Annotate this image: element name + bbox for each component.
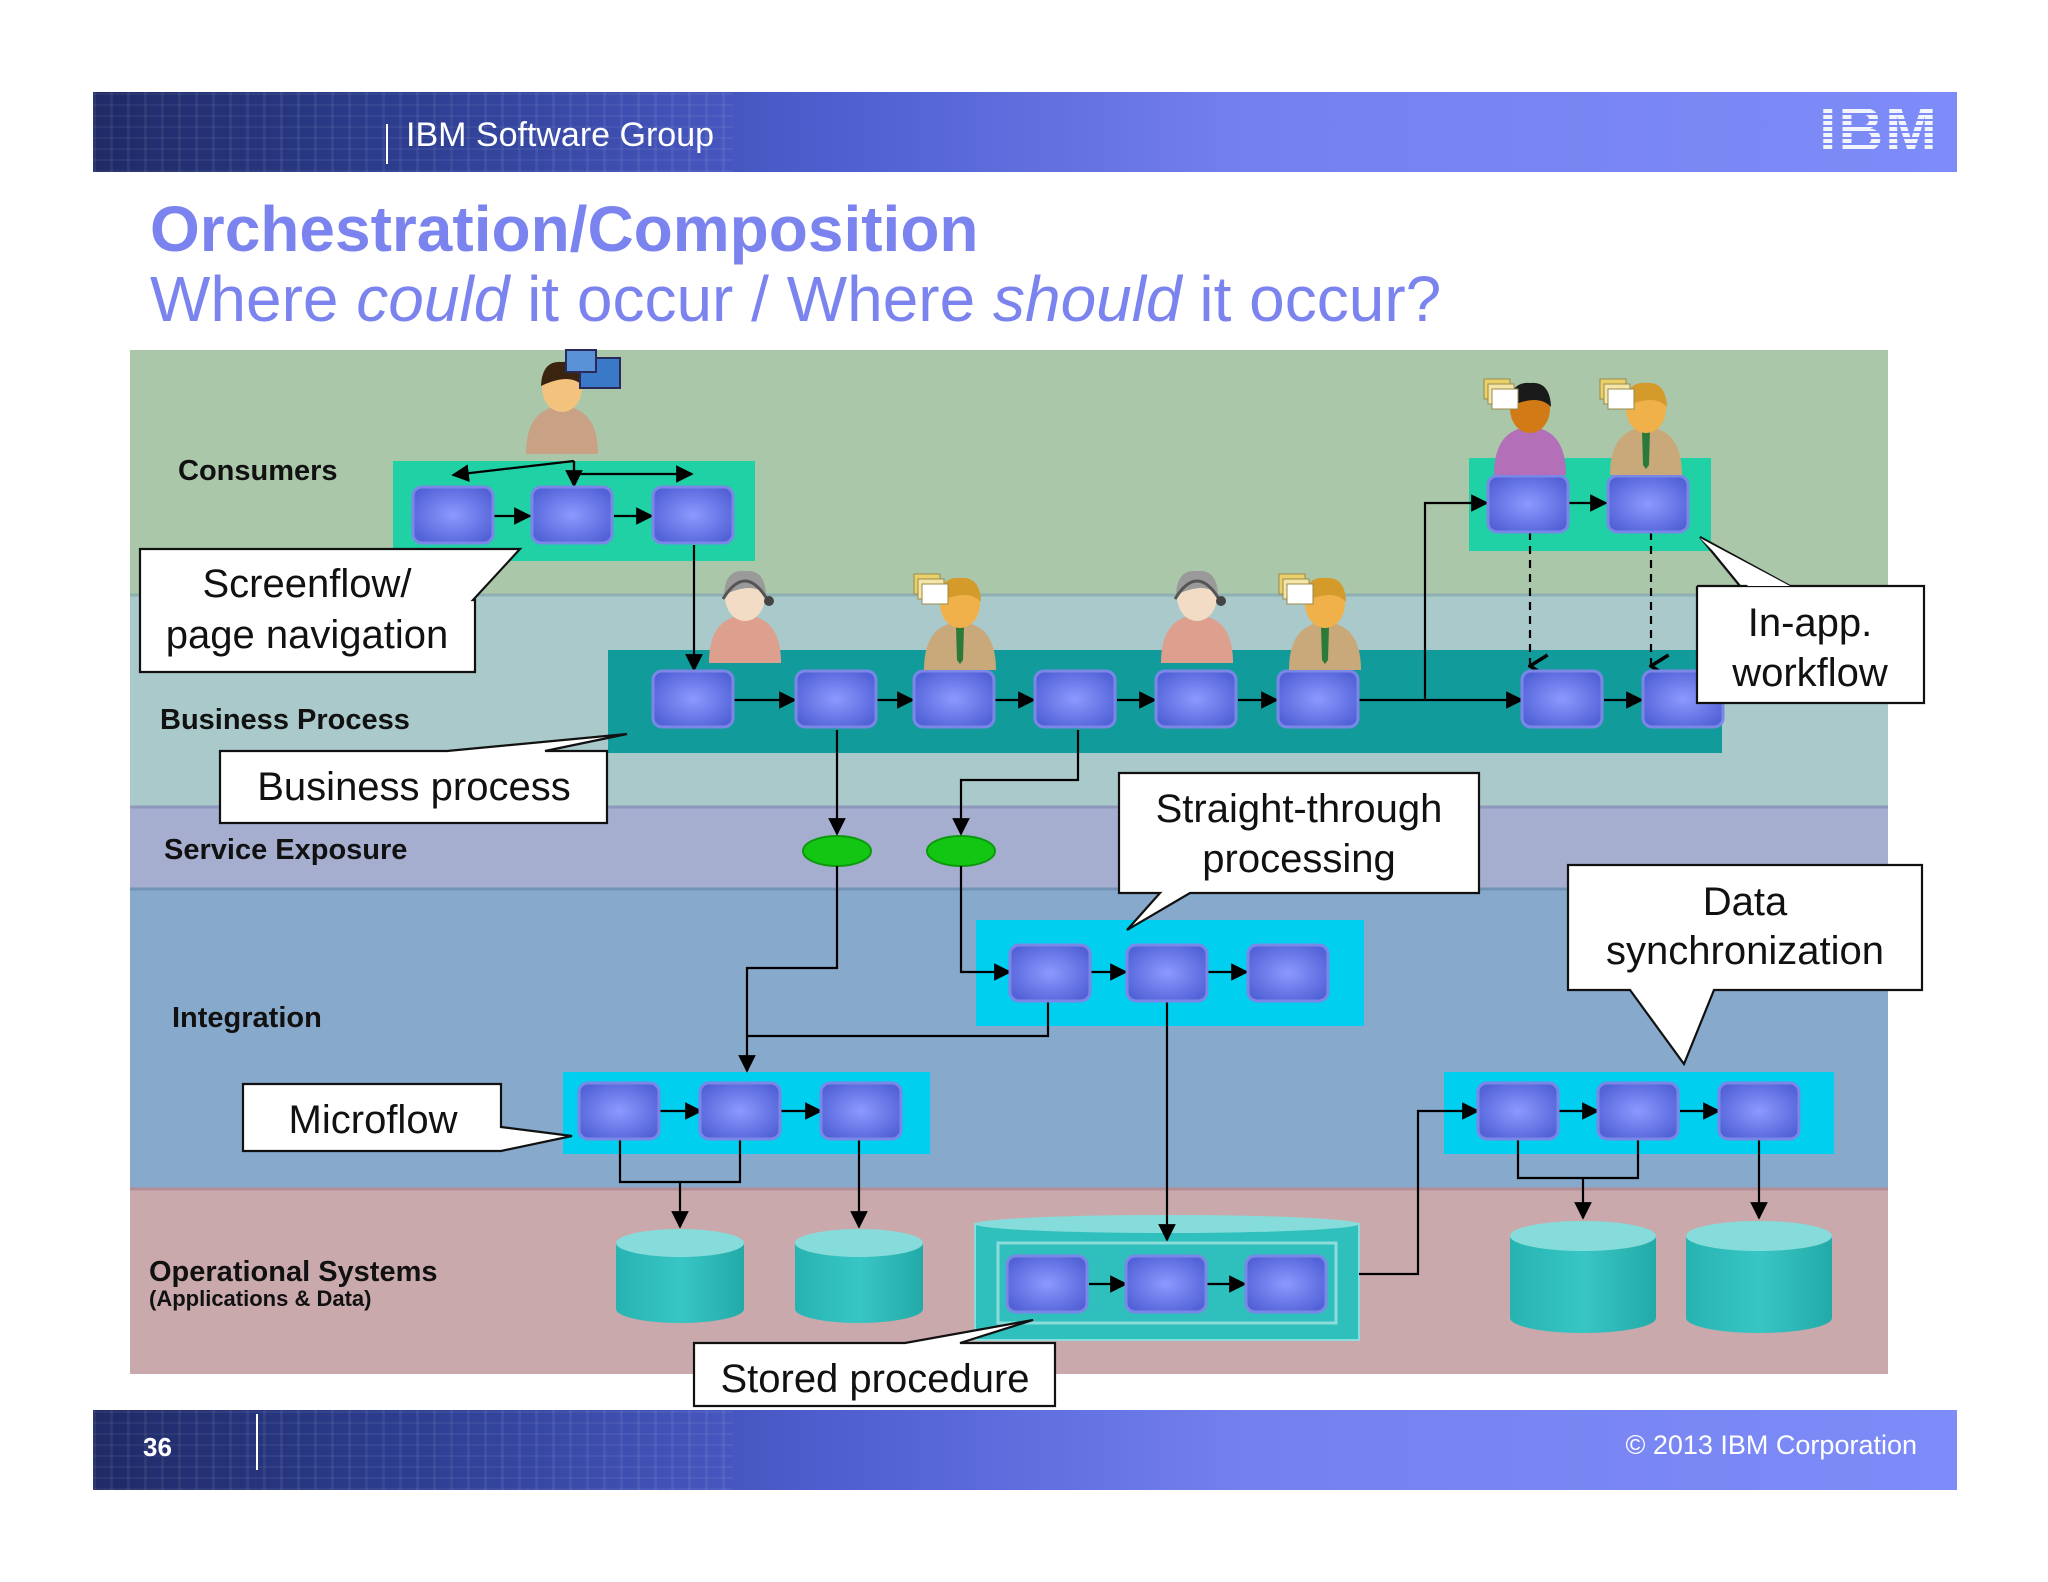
process-boxes — [411, 474, 1801, 1314]
callout-stored-procedure-text: Stored procedure — [720, 1357, 1029, 1401]
process-box — [1486, 474, 1570, 534]
callout-screenflow-line1: Screenflow/ — [203, 562, 413, 606]
process-box — [1008, 943, 1092, 1003]
header-divider — [386, 124, 388, 164]
layer-label-consumers: Consumers — [178, 455, 338, 487]
process-box — [1244, 1254, 1328, 1314]
process-box — [651, 485, 735, 545]
callout-microflow: Microflow — [241, 1082, 573, 1153]
database-cylinder — [795, 1229, 923, 1323]
layer-label-operational-systems: Operational Systems — [149, 1256, 438, 1288]
consumer-user-icon — [526, 349, 621, 454]
process-box — [1005, 1254, 1089, 1314]
ibm-logo: IBM — [1819, 103, 1939, 155]
subtitle-italic-could: could — [356, 263, 510, 335]
layer-label-integration: Integration — [172, 1002, 322, 1034]
process-box — [1125, 943, 1209, 1003]
page-number: 36 — [143, 1432, 172, 1462]
workflow-user-icon — [1483, 378, 1566, 475]
connector-arrow — [451, 459, 575, 482]
callout-data-sync-line1: Data — [1703, 880, 1788, 924]
people — [526, 349, 1682, 670]
process-box — [1246, 943, 1330, 1003]
connector-arrow — [1423, 494, 1489, 700]
footer-divider — [256, 1414, 258, 1470]
callout-data-sync: Data synchronization — [1566, 863, 1924, 1067]
callout-stored-procedure: Stored procedure — [692, 1318, 1057, 1408]
svg-text:IBM: IBM — [1819, 103, 1939, 155]
call-center-agent-icon — [1161, 570, 1233, 663]
header-band: IBM Software Group IBM — [93, 92, 1957, 172]
database-cylinder — [616, 1229, 744, 1323]
process-box — [1596, 1081, 1680, 1141]
page-subtitle: Where could it occur / Where should it o… — [150, 262, 1441, 336]
callout-stp-line2: processing — [1202, 837, 1395, 881]
database-cylinder — [1510, 1221, 1656, 1333]
process-box — [912, 669, 996, 729]
process-box — [1520, 669, 1604, 729]
callout-screenflow: Screenflow/ page navigation — [138, 547, 523, 674]
header-group-name: IBM Software Group — [406, 116, 715, 154]
process-box — [530, 485, 614, 545]
process-box — [1606, 474, 1690, 534]
process-box — [698, 1081, 782, 1141]
layer-label-business-process: Business Process — [160, 704, 410, 736]
process-box — [1124, 1254, 1208, 1314]
service-node — [802, 835, 872, 867]
process-box — [794, 669, 878, 729]
process-box — [819, 1081, 903, 1141]
connector-arrow — [1359, 1102, 1480, 1276]
footer-band: 36 © 2013 IBM Corporation — [93, 1410, 1957, 1490]
layer-sublabel-applications-data: (Applications & Data) — [149, 1286, 371, 1311]
subtitle-part: it occur / Where — [509, 263, 993, 335]
business-user-icon — [913, 573, 996, 670]
database-cylinder — [1686, 1221, 1832, 1333]
callout-in-app-line1: In-app. — [1748, 601, 1873, 645]
callout-in-app-line2: workflow — [1731, 651, 1888, 695]
callout-business-process: Business process — [218, 732, 628, 825]
subtitle-italic-should: should — [992, 263, 1182, 335]
layer-label-service-exposure: Service Exposure — [164, 834, 407, 866]
call-center-agent-icon — [709, 570, 781, 663]
callout-microflow-text: Microflow — [289, 1098, 458, 1142]
callout-in-app-workflow: In-app. workflow — [1695, 536, 1926, 705]
subtitle-part: it occur? — [1181, 263, 1442, 335]
process-box — [577, 1081, 661, 1141]
connector-line — [747, 1000, 1050, 1038]
connector-arrow — [959, 866, 1012, 981]
process-box — [1033, 669, 1117, 729]
callout-straight-through: Straight-through processing — [1117, 771, 1481, 931]
callout-data-sync-line2: synchronization — [1606, 929, 1884, 973]
copyright: © 2013 IBM Corporation — [1625, 1430, 1917, 1460]
callout-screenflow-line2: page navigation — [166, 613, 448, 657]
subtitle-part: Where — [150, 263, 357, 335]
process-box — [1717, 1081, 1801, 1141]
header-texture — [93, 92, 733, 172]
callout-stp-line1: Straight-through — [1156, 787, 1443, 831]
process-box — [411, 485, 495, 545]
process-box — [1476, 1081, 1560, 1141]
connector-arrow — [952, 730, 1080, 836]
page-title: Orchestration/Composition — [150, 193, 979, 265]
process-box — [651, 669, 735, 729]
connector-arrow — [738, 866, 839, 1073]
footer-texture — [93, 1410, 733, 1490]
process-box — [1276, 669, 1360, 729]
service-node — [926, 835, 996, 867]
connector-line — [1516, 1135, 1640, 1180]
business-user-icon — [1278, 573, 1361, 670]
workflow-user-icon — [1599, 378, 1682, 475]
callout-business-process-text: Business process — [257, 765, 570, 809]
process-box — [1154, 669, 1238, 729]
